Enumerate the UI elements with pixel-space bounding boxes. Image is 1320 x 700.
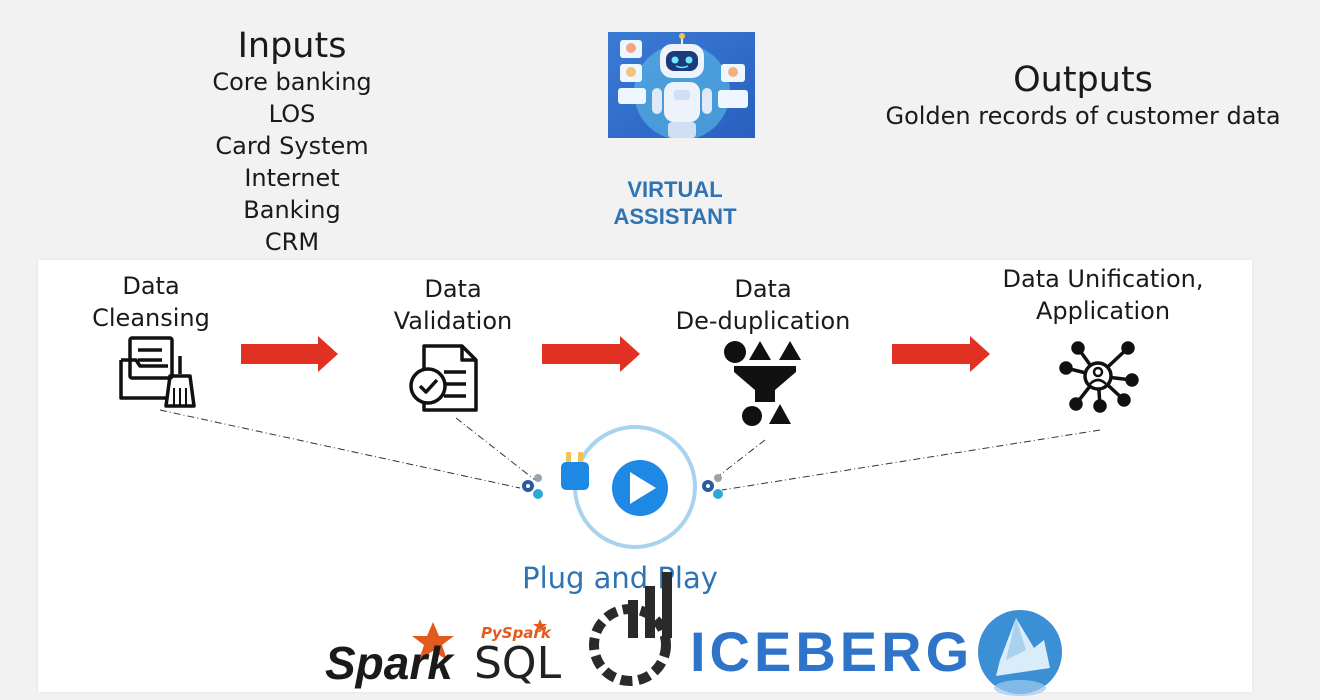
iceberg-emblem-icon: [978, 610, 1062, 696]
input-item-core-banking: Core banking: [212, 68, 372, 96]
play-ring-icon: [573, 425, 697, 549]
arrow-right-icon-3: [892, 336, 990, 372]
plug-icon: [561, 452, 589, 490]
step-cleansing-line1: Data: [122, 272, 180, 300]
inputs-block: Inputs Core banking LOS Card System Inte…: [192, 26, 392, 258]
input-item-internet-banking: Internet Banking: [243, 164, 341, 224]
robot-assistant-image: [608, 32, 755, 138]
pyspark-logo-text: PySpark: [481, 624, 551, 642]
funnel-shapes-icon: [724, 341, 801, 426]
gear-chart-logo-icon: [589, 572, 672, 686]
pyspark-star-icon: [533, 619, 547, 632]
virtual-assistant-label: VIRTUAL ASSISTANT: [590, 176, 760, 230]
folder-brush-icon: [119, 336, 196, 408]
iceberg-logo-text: ICEBERG: [690, 620, 974, 683]
step-validation-line2: Validation: [393, 307, 513, 335]
step-cleansing-line2: Cleansing: [92, 304, 210, 332]
spark-logo-text: Spark: [325, 637, 453, 689]
input-item-crm: CRM: [264, 228, 320, 256]
step-deduplication-line1: Data: [734, 275, 792, 303]
inputs-title: Inputs: [237, 26, 347, 66]
outputs-block: Outputs Golden records of customer data: [870, 60, 1296, 132]
arrow-right-icon-1: [241, 336, 338, 372]
step-unification-line1: Data Unification,: [1002, 265, 1204, 293]
connector-line-unification: [721, 429, 1101, 491]
network-user-icon: [1059, 341, 1139, 413]
input-item-los: LOS: [268, 100, 316, 128]
gear-icon-left: [522, 474, 543, 499]
step-cleansing-label: Data Cleansing: [70, 270, 232, 334]
outputs-title: Outputs: [1013, 60, 1153, 100]
spark-star-icon: [412, 622, 454, 660]
input-item-card-system: Card System: [215, 132, 369, 160]
gear-icon-right: [702, 474, 723, 499]
step-unification-label: Data Unification, Application: [990, 263, 1216, 327]
virtual-assistant-line1: VIRTUAL: [627, 177, 723, 202]
step-deduplication-label: Data De-duplication: [665, 273, 861, 337]
step-validation-line1: Data: [424, 275, 482, 303]
arrow-right-icon-2: [542, 336, 640, 372]
plug-and-play-label: Plug and Play: [522, 561, 718, 595]
connector-line-cleansing: [159, 409, 521, 489]
sql-logo-text: SQL: [474, 638, 562, 689]
step-unification-line2: Application: [1035, 297, 1171, 325]
connector-line-validation: [455, 417, 536, 481]
virtual-assistant-line2: ASSISTANT: [613, 204, 737, 229]
connector-line-deduplication: [715, 439, 766, 479]
document-check-icon: [409, 344, 478, 412]
outputs-description: Golden records of customer data: [885, 102, 1281, 130]
step-validation-label: Data Validation: [372, 273, 534, 337]
step-deduplication-line2: De-duplication: [675, 307, 851, 335]
